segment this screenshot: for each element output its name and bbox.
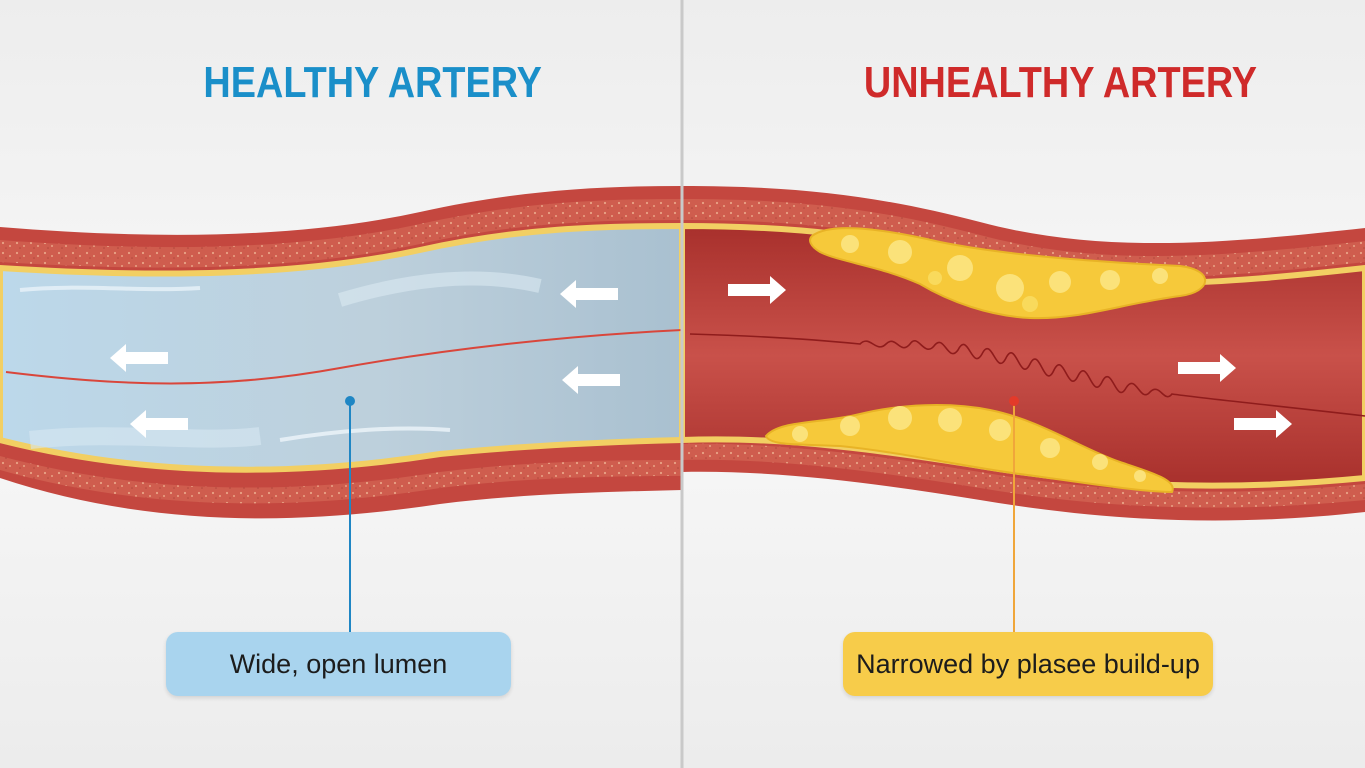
healthy-flow-streak [29, 427, 262, 449]
healthy-flow-line [5, 329, 682, 385]
white-arrow-icon [110, 344, 168, 372]
healthy-flow-streak [337, 271, 542, 307]
white-arrow-icon [728, 276, 786, 304]
unhealthy-artery-title: UNHEALTHY ARTERY [863, 58, 1258, 107]
unhealthy-wall-texture-top [682, 199, 1365, 278]
white-arrow-icon [560, 280, 618, 308]
healthy-marker-dot [345, 396, 355, 406]
healthy-callout-label: Wide, open lumen [166, 632, 511, 696]
unhealthy-marker-dot [1009, 396, 1019, 406]
unhealthy-wall-texture-bottom [682, 443, 1365, 508]
healthy-wall-texture-top [0, 199, 682, 268]
healthy-flow-streak [19, 285, 201, 292]
unhealthy-callout-label: Narrowed by plasee build-up [843, 632, 1213, 696]
turbulence-flow-line [689, 333, 1365, 417]
healthy-wall-texture-bottom [0, 456, 682, 504]
white-arrow-icon [1234, 410, 1292, 438]
unhealthy-artery [682, 186, 1365, 521]
white-arrow-icon [562, 366, 620, 394]
healthy-artery-title: HEALTHY ARTERY [203, 58, 542, 107]
healthy-flow-streak [279, 426, 451, 442]
white-arrow-icon [130, 410, 188, 438]
plaque-deposit-bottom [764, 404, 1174, 494]
healthy-artery [0, 186, 682, 519]
plaque-deposit-top [809, 227, 1207, 320]
white-arrow-icon [1178, 354, 1236, 382]
